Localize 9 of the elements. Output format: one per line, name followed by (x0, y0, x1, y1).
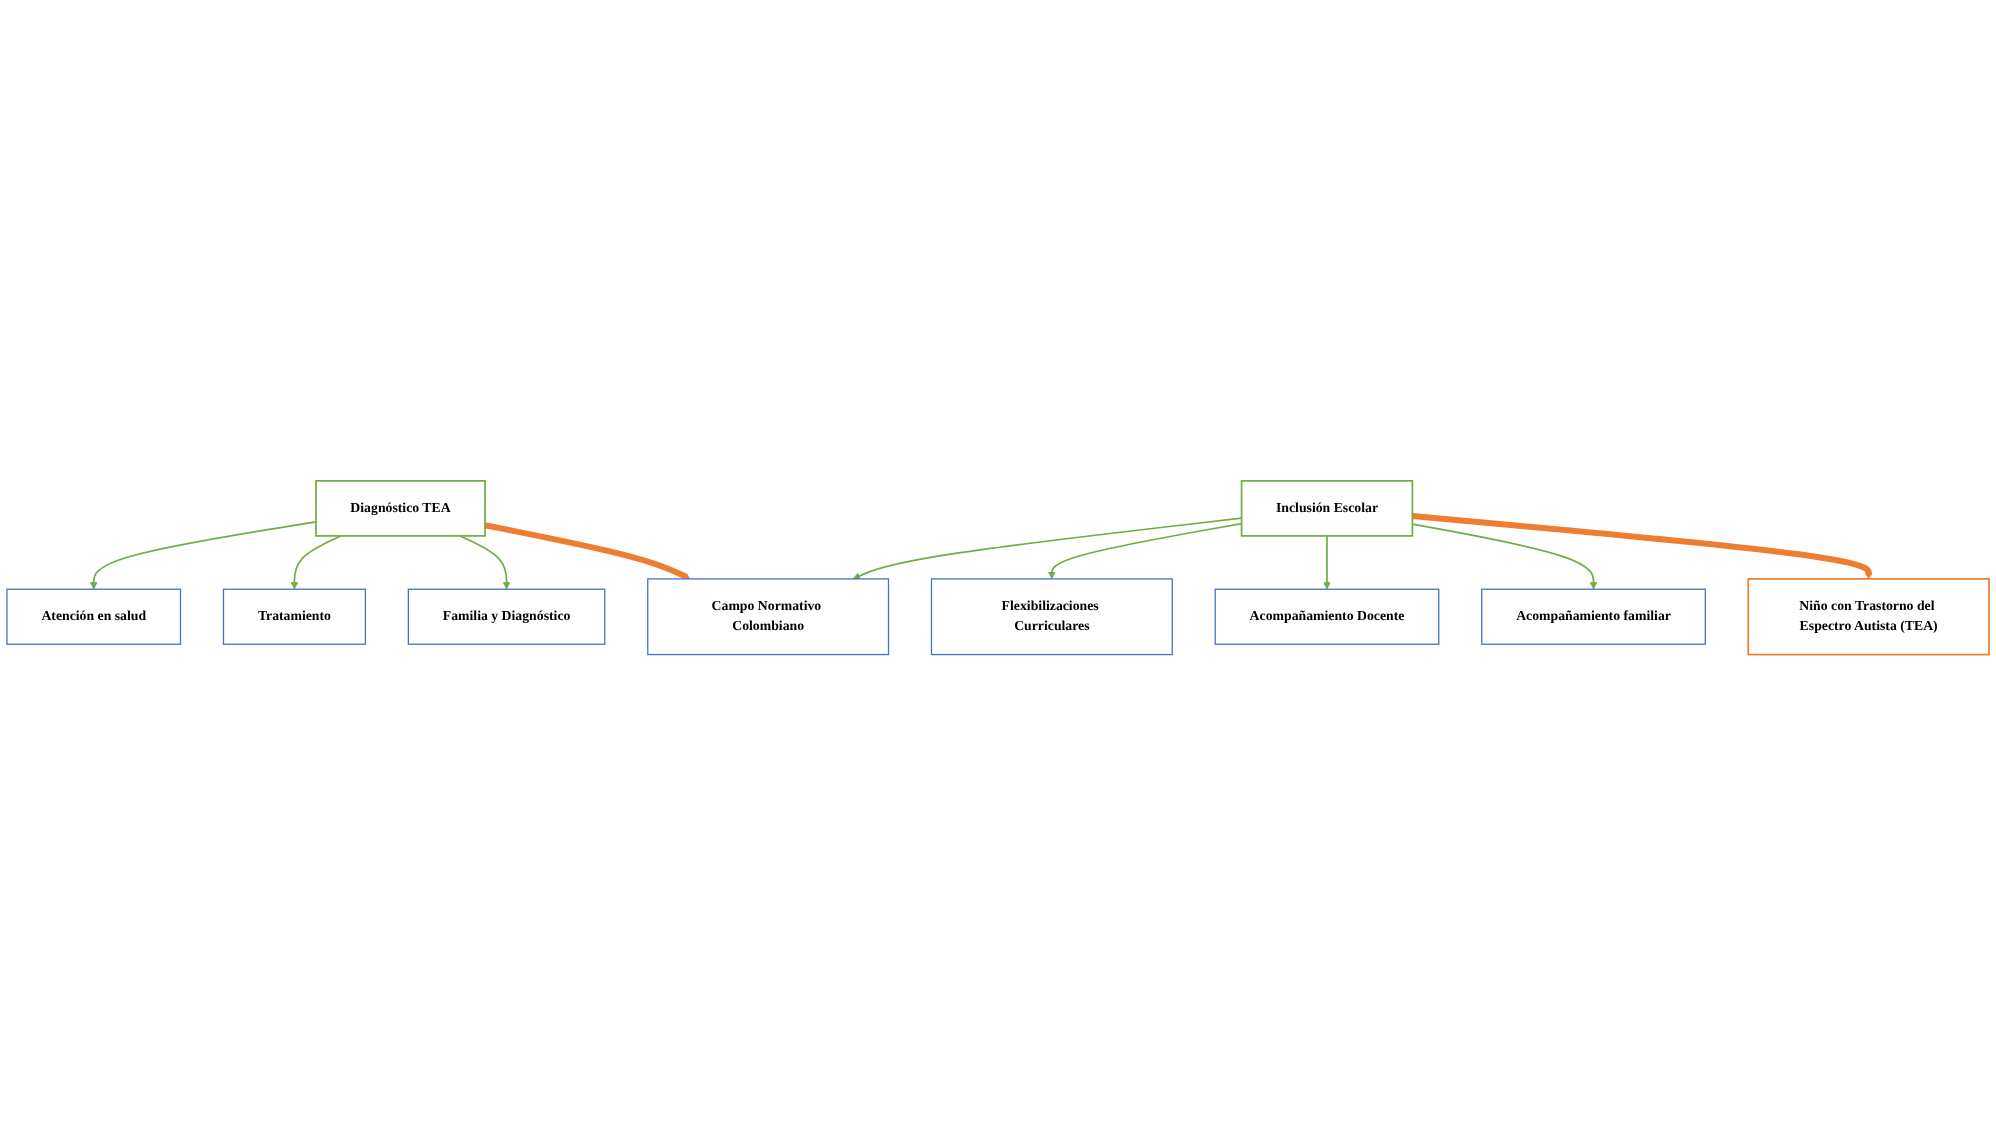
arrow (1412, 513, 1873, 580)
arrow (1048, 523, 1243, 580)
arrow (459, 535, 511, 590)
arrow (1323, 535, 1331, 590)
arrow (484, 522, 691, 581)
arrow (1411, 523, 1598, 590)
arrow (852, 517, 1243, 580)
arrow (290, 535, 342, 590)
arrow (89, 521, 317, 590)
